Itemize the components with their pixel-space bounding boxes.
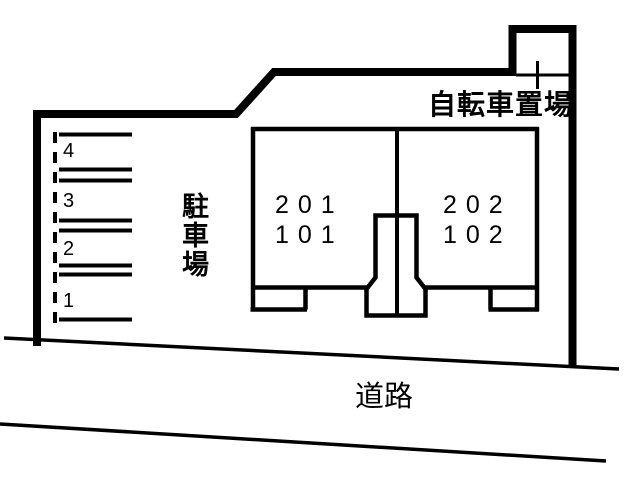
parking-space-number-1: 1 [63, 290, 75, 312]
stairwell-outline [364, 213, 428, 318]
parking-space-number-2: 2 [63, 238, 75, 260]
road-lower-edge [0, 422, 607, 463]
unit-number-101: 101 [275, 221, 344, 249]
right-unit-numbers: 202 102 [443, 190, 512, 250]
parking-space-number-3: 3 [63, 190, 75, 212]
parking-space-number-4: 4 [63, 140, 75, 162]
unit-number-201: 201 [275, 191, 344, 219]
property-boundary-outline [33, 25, 577, 365]
parking-lot-label: 駐車場 [178, 192, 208, 279]
unit-number-202: 202 [443, 191, 512, 219]
left-unit-numbers: 201 101 [275, 190, 344, 250]
road-label: 道路 [355, 381, 414, 413]
porch-right-outline [488, 286, 539, 312]
road-upper-edge [3, 336, 620, 371]
porch-left-outline [250, 286, 308, 312]
bicycle-area-label: 自転車置場 [428, 89, 574, 120]
unit-number-102: 102 [443, 221, 512, 249]
